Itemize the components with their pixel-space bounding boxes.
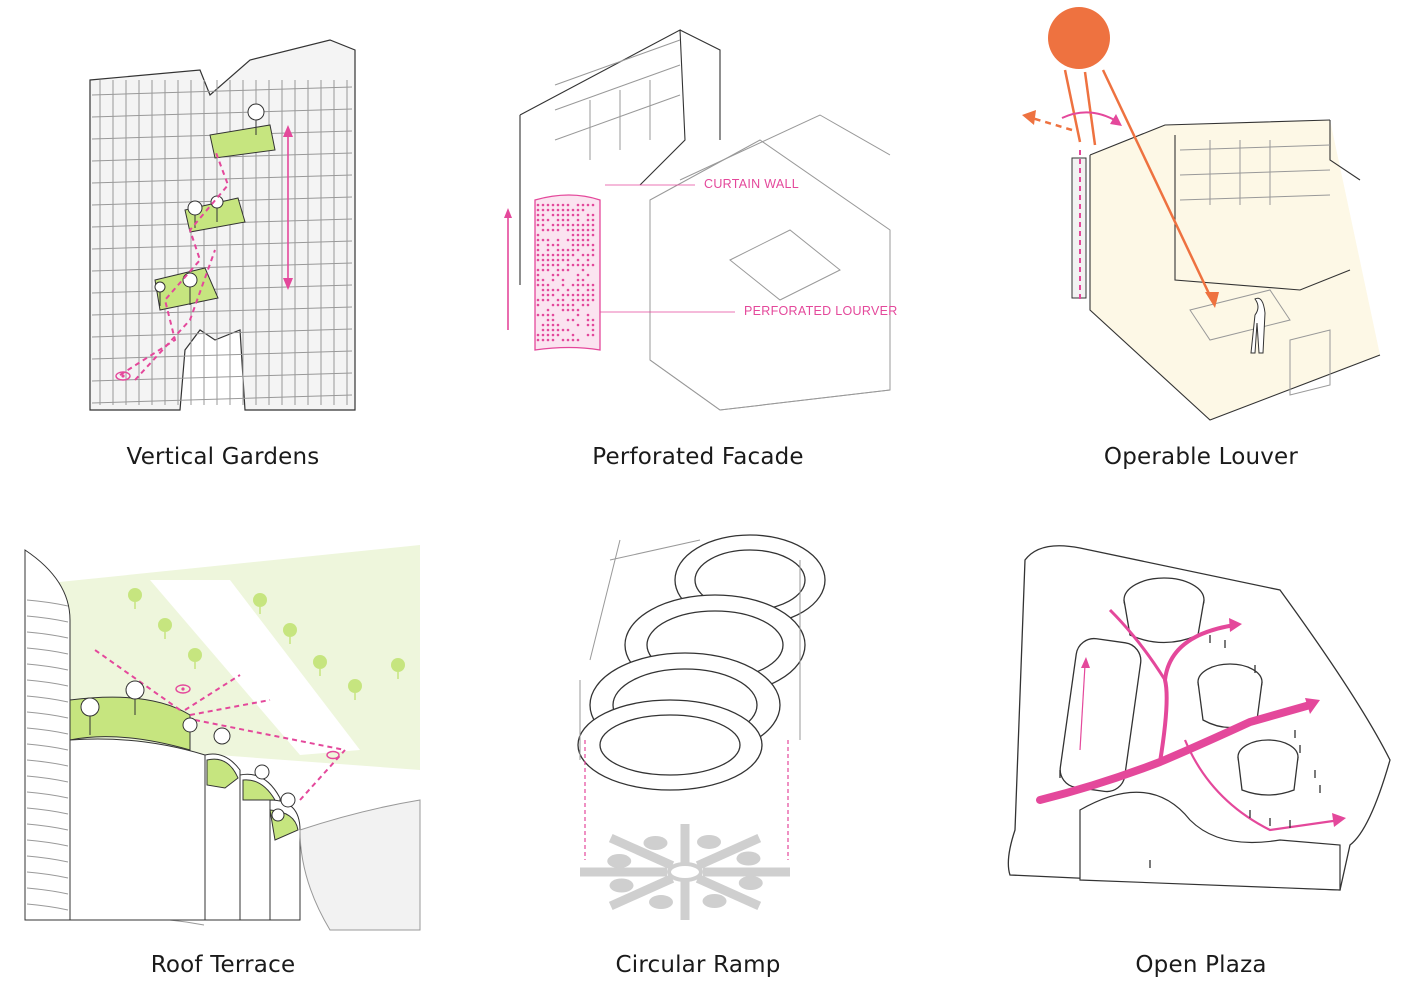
eye-icon (115, 371, 131, 381)
caption-perforated-facade: Perforated Facade (592, 444, 804, 470)
perforated-facade-panel: CURTAIN WALL PERFORATED LOURVER Perforat… (470, 0, 950, 500)
perforated-facade-diagram: CURTAIN WALL PERFORATED LOURVER (504, 29, 898, 411)
person-figure (1250, 297, 1266, 354)
vertical-gardens-panel: Vertical Gardens (0, 0, 470, 500)
operable-louver-panel: Operable Louver (950, 0, 1415, 500)
open-plaza-panel: Open Plaza (950, 500, 1415, 1003)
sun-icon (1048, 7, 1110, 69)
label-curtain-wall: CURTAIN WALL (704, 177, 799, 191)
eye-icon (175, 684, 191, 694)
caption-circular-ramp: Circular Ramp (615, 952, 781, 978)
vertical-gardens-diagram (89, 39, 356, 411)
terrace-level-1 (69, 696, 191, 751)
ramp-floor-plan (580, 824, 790, 920)
operable-louver-diagram (1022, 7, 1381, 421)
perforated-lourver-panel (534, 194, 601, 351)
circular-ramp-diagram (577, 534, 826, 920)
eye-icon (326, 750, 340, 760)
open-plaza-diagram (1007, 545, 1391, 891)
garden-terrace-top (209, 124, 276, 159)
caption-roof-terrace: Roof Terrace (150, 952, 296, 978)
garden-terrace-bottom (154, 267, 219, 311)
label-perforated-lourver: PERFORATED LOURVER (744, 304, 898, 318)
caption-operable-louver: Operable Louver (1103, 444, 1299, 470)
roof-terrace-diagram (24, 545, 421, 931)
circular-ramp-panel: Circular Ramp (470, 500, 950, 1003)
caption-vertical-gardens: Vertical Gardens (126, 444, 320, 470)
roof-terrace-panel: Roof Terrace (0, 500, 470, 1003)
caption-open-plaza: Open Plaza (1135, 952, 1267, 978)
